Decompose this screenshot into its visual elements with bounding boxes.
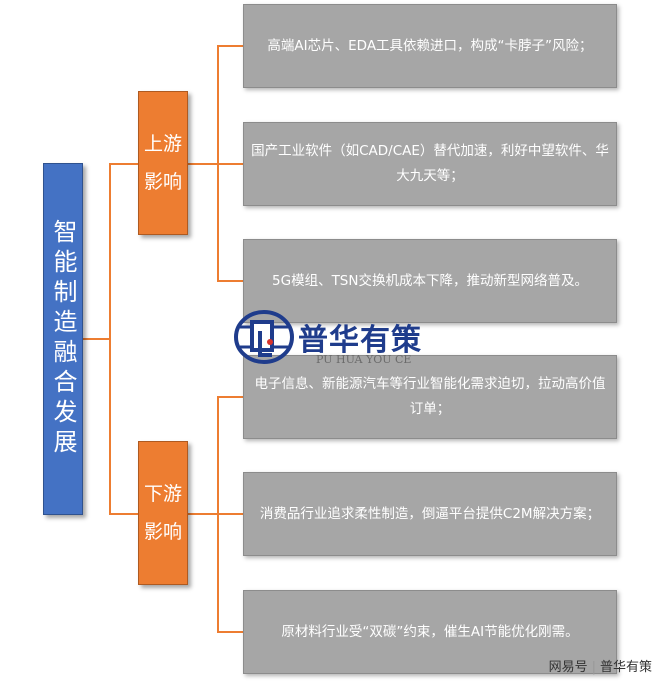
connector-upstream-stem: [188, 163, 218, 165]
upstream-item-2-text: 国产工业软件（如CAD/CAE）替代加速，利好中望软件、华大九天等；: [251, 143, 609, 184]
watermark-pinyin: PU HUA YOU CE: [316, 353, 412, 366]
upstream-item-3-text: 5G模组、TSN交换机成本下降，推动新型网络普及。: [272, 272, 588, 289]
connector-root-stem: [83, 338, 110, 340]
watermark: 普华有策 PU HUA YOU CE: [234, 309, 444, 371]
root-node-label: 智能制造融合发展: [49, 219, 77, 459]
upstream-item-1-text: 高端AI芯片、EDA工具依赖进口，构成“卡脖子”风险；: [267, 37, 593, 54]
connector-to-upstream: [109, 163, 138, 165]
branch-downstream: 下游影响: [138, 441, 188, 585]
brand-logo-icon: [234, 310, 294, 364]
downstream-item-2-text: 消费品行业追求柔性制造，倒逼平台提供C2M解决方案；: [259, 505, 601, 522]
footer-platform: 网易号: [548, 660, 588, 675]
connector-downstream-leaf-1: [217, 396, 243, 398]
connector-upstream-leaf-2: [217, 163, 243, 165]
connector-downstream-leaf-2: [217, 513, 243, 515]
downstream-item-3: 原材料行业受“双碳”约束，催生AI节能优化刚需。: [243, 590, 617, 674]
upstream-item-3: 5G模组、TSN交换机成本下降，推动新型网络普及。: [243, 239, 617, 323]
root-node: 智能制造融合发展: [43, 163, 83, 515]
connector-downstream-leaf-3: [217, 631, 243, 633]
downstream-item-1-text: 电子信息、新能源汽车等行业智能化需求迫切，拉动高价值订单；: [254, 376, 606, 417]
branch-upstream-label: 上游影响: [143, 133, 182, 193]
footer-attribution: 网易号|普华有策: [549, 656, 652, 675]
downstream-item-1: 电子信息、新能源汽车等行业智能化需求迫切，拉动高价值订单；: [243, 355, 617, 439]
connector-upstream-leaf-1: [217, 45, 243, 47]
connector-to-downstream: [109, 513, 138, 515]
connector-upstream-leaf-3: [217, 280, 243, 282]
upstream-item-2: 国产工业软件（如CAD/CAE）替代加速，利好中望软件、华大九天等；: [243, 122, 617, 206]
branch-downstream-label: 下游影响: [143, 483, 182, 543]
footer-separator: |: [591, 660, 596, 675]
watermark-brand-name: 普华有策: [298, 323, 422, 358]
connector-downstream-stem: [188, 513, 218, 515]
branch-upstream: 上游影响: [138, 91, 188, 235]
footer-account: 普华有策: [599, 660, 652, 675]
downstream-item-2: 消费品行业追求柔性制造，倒逼平台提供C2M解决方案；: [243, 472, 617, 556]
upstream-item-1: 高端AI芯片、EDA工具依赖进口，构成“卡脖子”风险；: [243, 4, 617, 88]
connector-root-trunk: [109, 163, 111, 515]
downstream-item-3-text: 原材料行业受“双碳”约束，催生AI节能优化刚需。: [281, 623, 579, 640]
